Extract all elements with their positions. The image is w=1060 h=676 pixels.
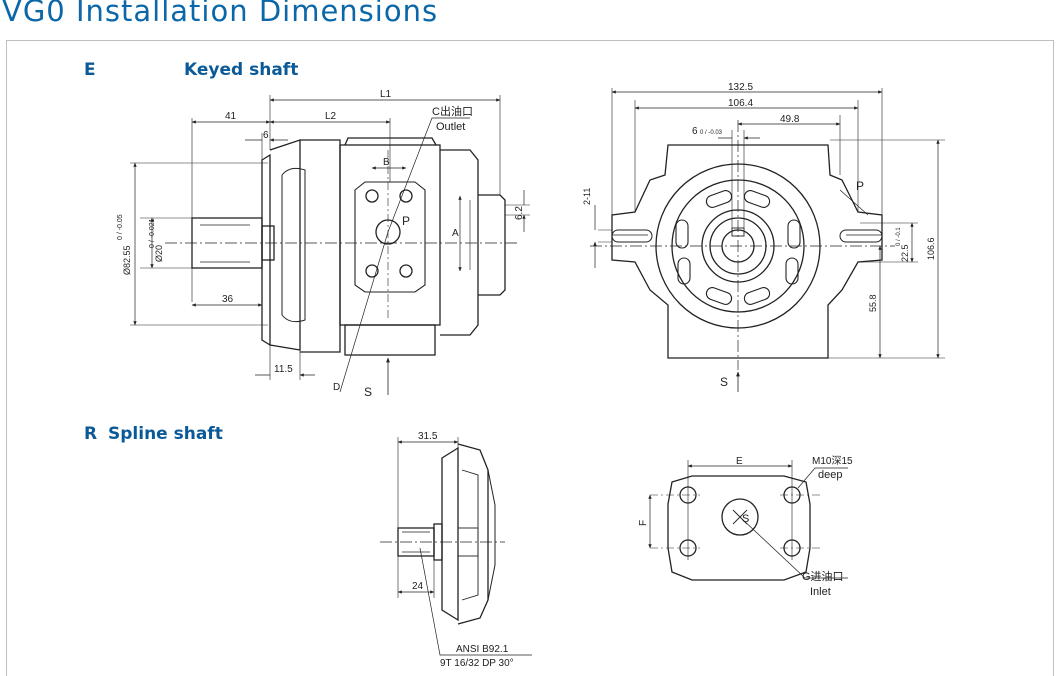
dim-22-5-tol: 0 / -0.1 <box>896 227 902 246</box>
spline-side-view <box>380 437 532 656</box>
dim-6-tol: 0 / -0.03 <box>700 130 723 136</box>
spline-spec-2: 9T 16/32 DP 30° <box>440 658 514 669</box>
dim-a: A <box>452 228 459 239</box>
port-detail-labels: E F S M10深15 deep G进油口 Inlet <box>638 455 853 598</box>
keyed-side-labels: L1 L2 41 6 B P A 6.2 Ø82.55 0 / -0.05 Ø2… <box>117 89 525 399</box>
outlet-cn-label: C出油口 <box>432 104 473 118</box>
label-d: D <box>333 382 340 393</box>
dim-l2: L2 <box>325 111 337 122</box>
inlet-cn-label: G进油口 <box>802 569 844 583</box>
dim-shaft-tol: 0 / -0.021 <box>149 218 156 248</box>
outlet-en-label: Outlet <box>436 121 465 133</box>
dim-132-5: 132.5 <box>728 82 753 93</box>
dim-31-5: 31.5 <box>418 431 438 442</box>
dim-36: 36 <box>222 294 234 305</box>
port-p-label: P <box>402 214 410 228</box>
section-e-code: E <box>84 60 96 80</box>
thread-deep-label: deep <box>818 469 842 481</box>
front-s-label: S <box>720 375 728 389</box>
dim-b: B <box>383 157 390 168</box>
dim-e: E <box>736 456 743 467</box>
spline-spec-1: ANSI B92.1 <box>456 644 509 655</box>
page-title: VG0 Installation Dimensions <box>2 0 439 28</box>
dim-11-5: 11.5 <box>274 364 293 375</box>
section-keyed-shaft-label: Keyed shaft <box>184 60 299 80</box>
dim-49-8: 49.8 <box>780 114 800 125</box>
dim-f: F <box>638 520 649 526</box>
dim-6: 6 <box>263 130 269 141</box>
keyed-front-labels: 132.5 106.4 49.8 6 0 / -0.03 2-11 P 22.5… <box>582 82 936 389</box>
dim-6-2: 6.2 <box>514 206 525 220</box>
section-r-code: R <box>84 424 98 444</box>
dim-flange-diameter: Ø82.55 <box>122 245 132 275</box>
dim-l1: L1 <box>380 89 392 100</box>
front-p-label: P <box>856 179 864 193</box>
label-s: S <box>364 385 372 399</box>
dim-22-5: 22.5 <box>900 244 910 262</box>
dim-24: 24 <box>412 581 424 592</box>
dim-106-4: 106.4 <box>728 98 753 109</box>
port-s-label: S <box>742 513 749 525</box>
dim-flange-tol: 0 / -0.05 <box>117 214 124 240</box>
thread-spec-label: M10深15 <box>812 455 853 467</box>
spline-side-labels: 31.5 24 ANSI B92.1 9T 16/32 DP 30° <box>412 431 514 669</box>
dim-55-8: 55.8 <box>868 294 878 312</box>
port-detail-view <box>648 460 848 581</box>
dim-shaft-diameter: Ø20 <box>154 245 164 262</box>
dim-106-6: 106.6 <box>926 237 936 260</box>
keyed-front-view <box>590 88 945 392</box>
inlet-en-label: Inlet <box>810 586 831 598</box>
dim-41: 41 <box>225 111 237 122</box>
drawing-frame <box>6 40 1054 676</box>
dim-6-front: 6 <box>692 126 698 137</box>
keyed-side-view <box>130 95 530 395</box>
dim-2-11: 2-11 <box>582 188 592 205</box>
section-spline-shaft-label: Spline shaft <box>108 424 223 444</box>
